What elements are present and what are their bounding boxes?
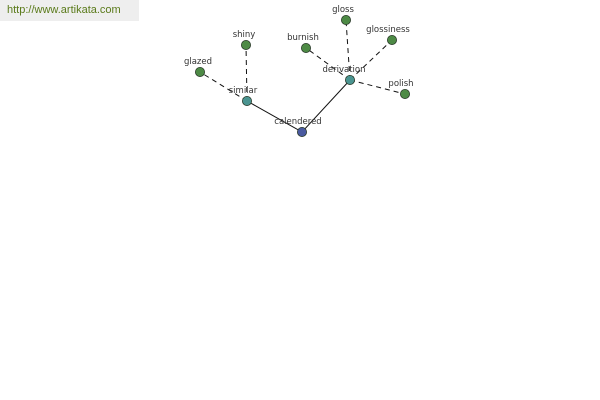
edge-derivation-burnish bbox=[305, 47, 351, 81]
node-calendered[interactable] bbox=[296, 127, 307, 138]
node-label-similar: similar bbox=[229, 86, 258, 96]
node-polish[interactable] bbox=[399, 89, 410, 100]
edge-similar-shiny bbox=[245, 44, 248, 102]
edge-derivation-gloss bbox=[345, 19, 351, 81]
node-glossiness[interactable] bbox=[386, 35, 397, 46]
node-label-glossiness: glossiness bbox=[366, 25, 410, 35]
node-glazed[interactable] bbox=[194, 67, 205, 78]
node-gloss[interactable] bbox=[340, 14, 351, 25]
node-similar[interactable] bbox=[241, 96, 252, 107]
node-burnish[interactable] bbox=[300, 43, 311, 54]
node-shiny[interactable] bbox=[240, 40, 251, 51]
edge-derivation-glossiness bbox=[349, 39, 393, 81]
node-label-derivation: derivation bbox=[322, 65, 365, 75]
edge-calendered-similar bbox=[246, 100, 303, 133]
node-label-glazed: glazed bbox=[184, 57, 212, 67]
node-label-shiny: shiny bbox=[233, 30, 256, 40]
node-derivation[interactable] bbox=[344, 75, 355, 86]
edge-derivation-polish bbox=[349, 79, 406, 95]
node-label-calendered: calendered bbox=[274, 117, 321, 127]
source-url-label[interactable]: http://www.artikata.com bbox=[0, 0, 139, 21]
node-label-gloss: gloss bbox=[332, 5, 354, 15]
node-label-polish: polish bbox=[388, 79, 413, 89]
edge-similar-glazed bbox=[199, 71, 248, 102]
node-label-burnish: burnish bbox=[287, 33, 319, 43]
edge-calendered-derivation bbox=[301, 79, 351, 133]
